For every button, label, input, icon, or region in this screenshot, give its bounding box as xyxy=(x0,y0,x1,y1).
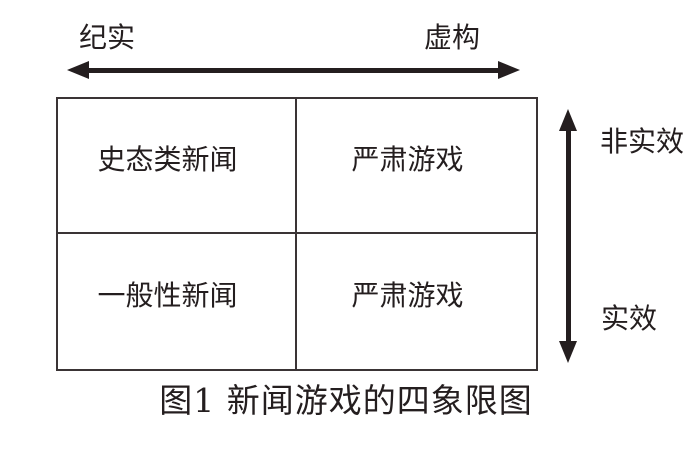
horizontal-axis-arrow xyxy=(67,61,520,80)
quadrant-table: 史态类新闻 严肃游戏 一般性新闻 严肃游戏 xyxy=(56,97,538,371)
arrowhead-down-icon xyxy=(559,341,577,363)
vertical-arrow-shaft xyxy=(566,123,571,349)
figure-caption: 图1 新闻游戏的四象限图 xyxy=(159,381,533,420)
arrowhead-left-icon xyxy=(67,61,89,79)
vertical-axis-top-label: 非实效 xyxy=(600,126,685,157)
quadrant-cell-bottom-left: 一般性新闻 xyxy=(58,234,297,369)
quadrant-cell-top-left: 史态类新闻 xyxy=(58,99,297,234)
vertical-axis-arrow xyxy=(559,109,578,363)
horizontal-axis-left-label: 纪实 xyxy=(79,22,136,53)
horizontal-axis-right-label: 虚构 xyxy=(424,22,481,53)
arrowhead-up-icon xyxy=(559,109,577,131)
vertical-axis-bottom-label: 实效 xyxy=(601,303,658,334)
quadrant-cell-top-right: 严肃游戏 xyxy=(297,99,536,234)
quadrant-cell-bottom-right: 严肃游戏 xyxy=(351,279,464,311)
horizontal-arrow-shaft xyxy=(81,68,506,73)
arrowhead-right-icon xyxy=(498,61,520,79)
